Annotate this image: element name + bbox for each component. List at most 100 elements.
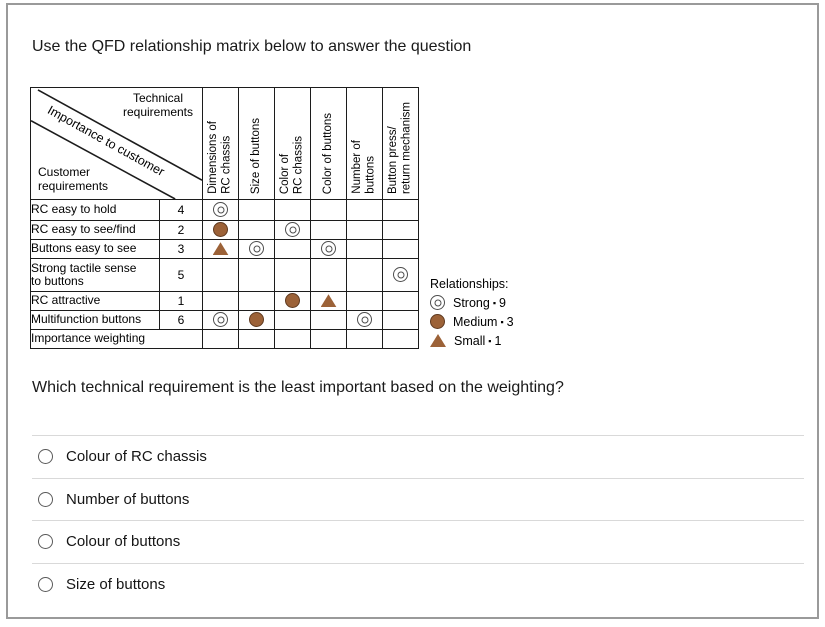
- relationship-cell: [274, 258, 311, 292]
- relationship-cell: [238, 258, 275, 292]
- relationship-cell: [346, 258, 383, 292]
- relationship-cell: [310, 258, 347, 292]
- option-label: Colour of RC chassis: [66, 448, 207, 466]
- option-size-of-buttons[interactable]: Size of buttons: [32, 562, 804, 606]
- strong-relationship-icon: [393, 267, 408, 283]
- legend-item-strong: Strong▪9: [430, 295, 514, 310]
- relationship-cell: [274, 220, 311, 240]
- strong-relationship-icon: [249, 241, 264, 257]
- strong-relationship-icon: [430, 295, 445, 310]
- relationship-cell: [382, 258, 419, 292]
- weighting-cell: [382, 329, 419, 349]
- legend-label: Small: [454, 333, 486, 348]
- radio-button[interactable]: [38, 576, 53, 592]
- legend-separator: ▪: [492, 297, 497, 308]
- relationship-cell: [274, 239, 311, 259]
- importance-value: 6: [159, 310, 203, 330]
- relationship-cell: [202, 239, 239, 259]
- customer-requirement-label: RC attractive: [30, 291, 160, 311]
- strong-relationship-icon: [285, 222, 300, 238]
- legend-separator: ▪: [500, 316, 504, 327]
- medium-relationship-icon: [285, 293, 300, 309]
- strong-relationship-icon: [321, 241, 336, 257]
- option-label: Size of buttons: [66, 575, 166, 593]
- option-colour-of-rc-chassis[interactable]: Colour of RC chassis: [32, 435, 804, 478]
- importance-value: 4: [159, 199, 203, 221]
- weighting-cell: [346, 329, 383, 349]
- legend-item-text: Strong▪9: [453, 296, 506, 310]
- importance-weighting-label: Importance weighting: [30, 329, 203, 349]
- relationship-cell: [382, 239, 419, 259]
- column-header-color-of-buttons: Color of buttons: [310, 87, 347, 200]
- customer-requirement-label: RC easy to see/find: [30, 220, 160, 240]
- legend-item-text: Medium▪3: [453, 315, 514, 329]
- option-label: Number of buttons: [66, 490, 190, 508]
- weighting-cell: [310, 329, 347, 349]
- weighting-cell: [202, 329, 239, 349]
- relationship-cell: [310, 220, 347, 240]
- technical-requirements-label: Technical requirements: [122, 91, 193, 119]
- strong-relationship-icon: [213, 202, 228, 218]
- customer-requirements-label: Customer requirements: [38, 165, 109, 194]
- relationship-cell: [202, 291, 239, 311]
- customer-requirement-label: Strong tactile sense to buttons: [30, 258, 160, 292]
- customer-requirement-label: RC easy to hold: [30, 199, 160, 221]
- legend-value: 9: [499, 295, 506, 310]
- relationship-cell: [274, 199, 311, 221]
- option-colour-of-buttons[interactable]: Colour of buttons: [32, 520, 804, 563]
- column-header-dimensions-of-rc-chassis: Dimensions of RC chassis: [202, 87, 239, 200]
- relationship-cell: [346, 220, 383, 240]
- instruction-text: Use the QFD relationship matrix below to…: [32, 38, 472, 55]
- option-number-of-buttons[interactable]: Number of buttons: [32, 477, 804, 521]
- legend-item-text: Small▪1: [454, 334, 501, 348]
- relationship-cell: [274, 310, 311, 330]
- radio-button[interactable]: [38, 491, 53, 507]
- relationship-cell: [202, 199, 239, 221]
- relationship-cell: [238, 220, 275, 240]
- small-relationship-icon: [212, 242, 229, 256]
- strong-relationship-icon: [213, 312, 228, 328]
- relationship-cell: [310, 310, 347, 330]
- relationship-cell: [382, 310, 419, 330]
- relationship-cell: [346, 310, 383, 330]
- importance-value: 2: [159, 220, 203, 240]
- radio-button[interactable]: [38, 534, 53, 550]
- legend-separator: ▪: [488, 335, 492, 346]
- relationship-cell: [274, 291, 311, 311]
- relationship-cell: [238, 239, 275, 259]
- column-header-text: Color of RC chassis: [278, 135, 305, 194]
- medium-relationship-icon: [430, 314, 445, 329]
- legend-value: 3: [506, 314, 514, 329]
- qfd-relationship-matrix: Technical requirements Importance to cus…: [30, 87, 419, 349]
- matrix-header-row: Technical requirements Importance to cus…: [30, 87, 419, 200]
- column-header-text: Number of buttons: [350, 140, 377, 194]
- customer-requirement-label: Buttons easy to see: [30, 239, 160, 259]
- radio-button[interactable]: [38, 449, 53, 465]
- matrix-corner-cell: Technical requirements Importance to cus…: [30, 87, 203, 200]
- small-relationship-icon: [430, 334, 446, 347]
- relationship-cell: [346, 291, 383, 311]
- relationship-cell: [382, 291, 419, 311]
- relationship-cell: [310, 239, 347, 259]
- legend-label: Medium: [453, 314, 498, 329]
- small-relationship-icon: [320, 294, 337, 308]
- legend-title: Relationships:: [430, 277, 509, 291]
- option-label: Colour of buttons: [66, 533, 181, 551]
- relationship-cell: [310, 291, 347, 311]
- column-header-size-of-buttons: Size of buttons: [238, 87, 275, 200]
- relationship-cell: [382, 220, 419, 240]
- relationship-cell: [382, 199, 419, 221]
- legend-label: Strong: [453, 295, 490, 310]
- legend-item-small: Small▪1: [430, 333, 514, 348]
- relationship-cell: [202, 220, 239, 240]
- answer-options: Colour of RC chassis Number of buttons C…: [32, 435, 804, 605]
- importance-value: 3: [159, 239, 203, 259]
- customer-requirement-label: Multifunction buttons: [30, 310, 160, 330]
- weighting-cell: [238, 329, 275, 349]
